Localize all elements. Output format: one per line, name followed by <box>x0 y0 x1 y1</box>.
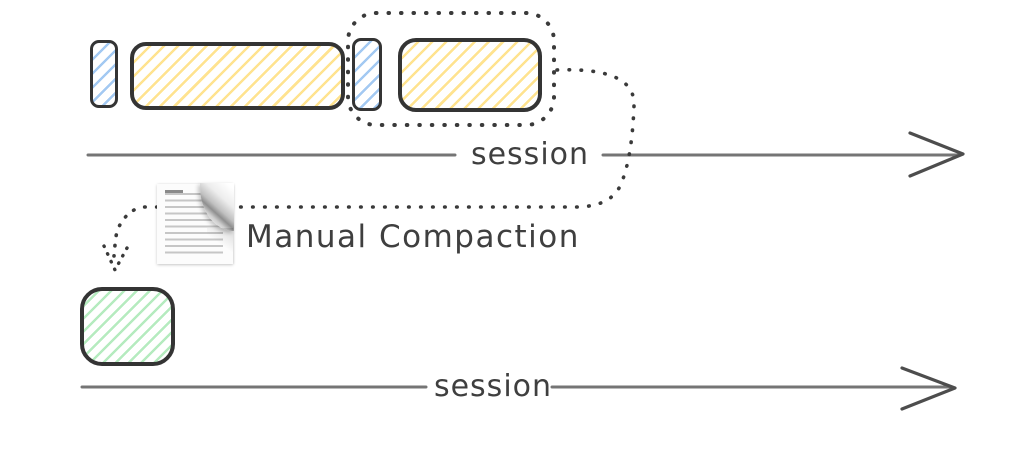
compaction-drop-arrow-head <box>102 244 129 272</box>
compaction-selection-outline <box>346 11 556 127</box>
document-title-line <box>165 190 183 193</box>
context-segment-blue-2 <box>352 38 382 111</box>
document-icon <box>157 183 234 264</box>
context-segment-yellow-2 <box>398 38 542 112</box>
compacted-context-block <box>80 287 175 366</box>
context-segment-yellow-1 <box>130 42 345 110</box>
compaction-connector-path <box>134 68 636 209</box>
document-page-curl-shadow <box>207 228 233 252</box>
session-arrow-bottom-head <box>900 366 957 411</box>
compaction-drop-arrow-shaft <box>112 208 136 258</box>
context-segment-blue-1 <box>90 40 118 108</box>
session-label-bottom: session <box>433 369 553 404</box>
manual-compaction-label: Manual Compaction <box>246 219 580 255</box>
session-label-top: session <box>470 137 590 172</box>
session-arrow-top-head <box>908 131 965 178</box>
